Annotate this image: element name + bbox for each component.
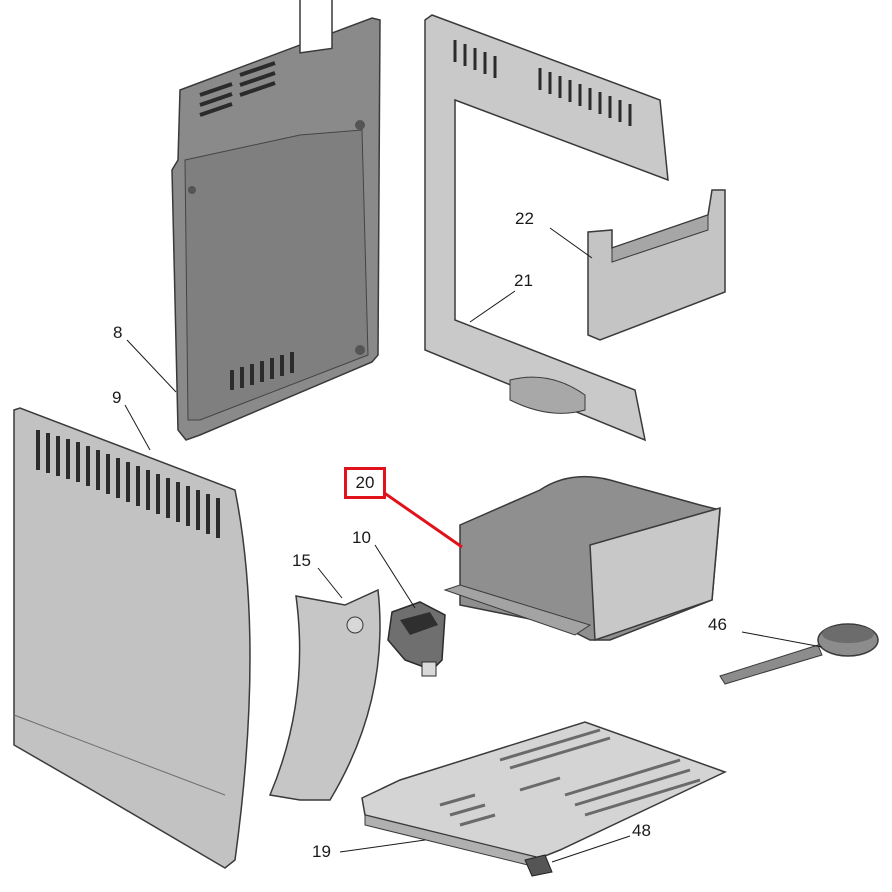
label-part-46: 46 [708,615,727,634]
label-part-15: 15 [292,551,311,570]
grate-slots [439,728,701,827]
part-46-scoop[interactable] [719,623,879,685]
label-part-9: 9 [112,388,122,407]
part-48-clip[interactable] [524,854,553,877]
part-21-frame[interactable] [424,14,669,442]
part-10-nozzle[interactable] [387,601,446,677]
part-15-front-cover[interactable] [268,588,381,801]
label-part-21: 21 [514,271,533,290]
vent-slots-8 [199,61,276,117]
label-part-22: 22 [515,209,534,228]
part-19-drip-grate[interactable] [361,721,727,869]
vent-slots-9 [36,430,220,538]
label-part-10: 10 [352,528,371,547]
label-part-8: 8 [113,323,123,342]
leader-lines [124,227,823,863]
display-window [299,0,333,54]
part-20-container[interactable] [443,475,721,642]
highlight-leader-line [379,488,463,549]
part-8-rear-panel[interactable] [171,0,381,441]
part-9-side-panel[interactable] [13,407,251,869]
label-part-48: 48 [632,821,651,840]
part-22-tray[interactable] [587,189,726,341]
vent-slots-21 [453,40,632,126]
label-part-20: 20 [355,473,375,492]
highlighted-part-20-label[interactable]: 20 [344,467,386,499]
label-part-19: 19 [312,842,331,861]
